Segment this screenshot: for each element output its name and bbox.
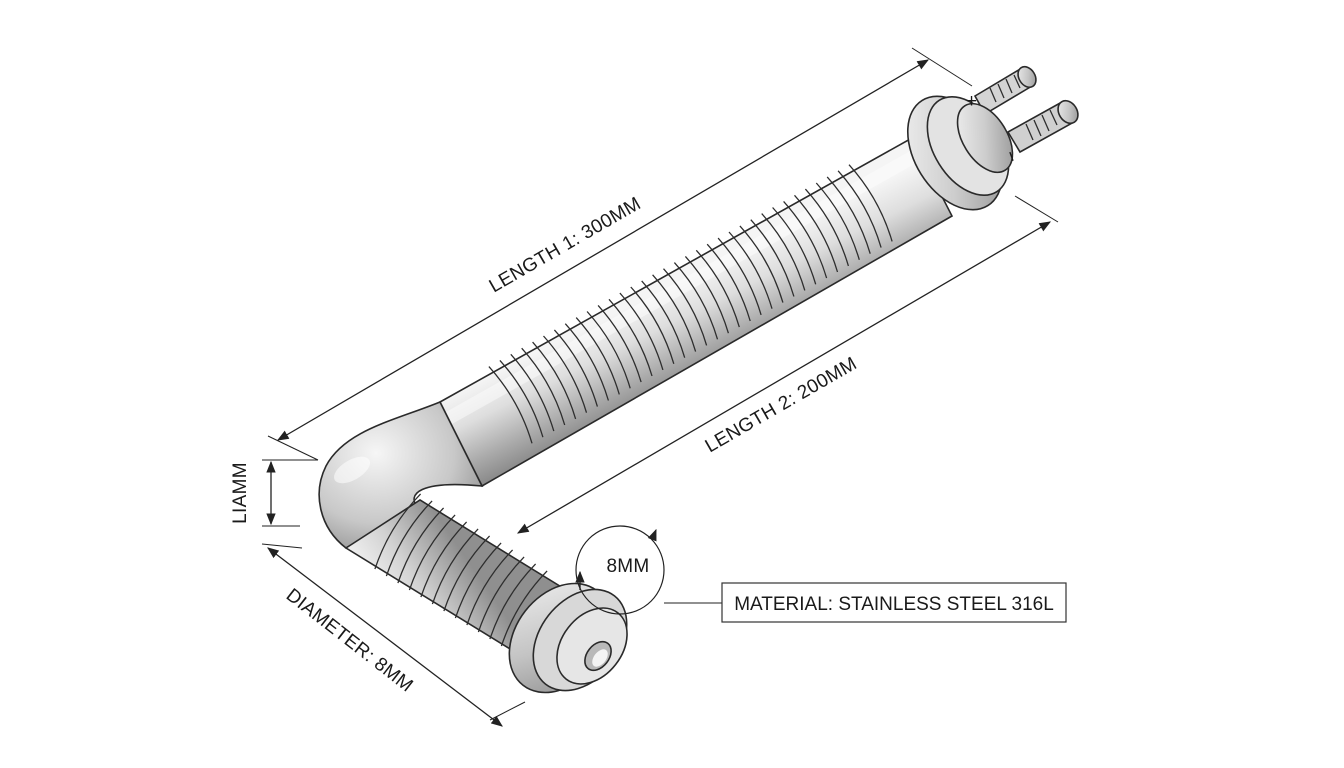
material-callout-box bbox=[721, 582, 1067, 623]
corrugation-rib bbox=[750, 219, 795, 297]
elbow-bend bbox=[318, 400, 484, 549]
corrugation-rib bbox=[706, 243, 751, 322]
corrugation-rib bbox=[597, 304, 642, 383]
corrugation-rib bbox=[695, 249, 740, 328]
corrugation-rib bbox=[564, 323, 610, 401]
material-callout: MATERIAL: STAINLESS STEEL 316L bbox=[721, 582, 1067, 623]
corrugation-rib bbox=[728, 231, 773, 309]
corrugation-rib bbox=[499, 359, 544, 438]
terminal-flange bbox=[906, 95, 1014, 211]
corrugation-rib bbox=[815, 182, 860, 260]
length1-extension-right bbox=[911, 47, 973, 87]
long-arm-tube bbox=[438, 136, 954, 488]
corrugation-rib bbox=[385, 500, 433, 577]
corrugation-rib bbox=[374, 493, 422, 570]
corrugation-rib bbox=[761, 213, 806, 291]
corrugation-rib bbox=[454, 542, 502, 619]
elbow-highlight bbox=[333, 456, 371, 484]
material-label: MATERIAL: STAINLESS STEEL 316L bbox=[734, 594, 1054, 615]
corrugation-rib bbox=[619, 292, 664, 371]
corrugation-rib bbox=[608, 298, 653, 377]
corrugation-rib bbox=[532, 341, 577, 420]
corrugation-rib bbox=[837, 170, 882, 248]
corrugation-rib bbox=[794, 194, 839, 273]
end-diameter-label: 8MM bbox=[606, 556, 649, 577]
length2-dimension-line bbox=[516, 221, 1052, 534]
corrugation-rib bbox=[804, 188, 850, 267]
corrugation-rib bbox=[684, 255, 730, 334]
corrugation-rib bbox=[488, 366, 533, 444]
positive-symbol: + bbox=[966, 91, 977, 112]
negative-terminal-pin bbox=[1006, 99, 1079, 154]
corrugation-rib bbox=[826, 176, 871, 254]
corrugation-rib bbox=[466, 549, 514, 626]
corrugation-rib bbox=[443, 535, 491, 612]
long-arm bbox=[438, 136, 954, 488]
corrugation-rib bbox=[641, 280, 686, 358]
positive-terminal-pin bbox=[973, 65, 1037, 116]
diameter-extension-left bbox=[261, 543, 303, 549]
corrugation-rib bbox=[717, 237, 762, 316]
corrugation-rib bbox=[848, 164, 893, 242]
corrugation-rib bbox=[553, 329, 599, 407]
corrugation-rib bbox=[489, 563, 537, 640]
corrugation-rib bbox=[477, 556, 525, 633]
end-cap bbox=[508, 582, 628, 694]
end-diameter-callout: 8MM bbox=[575, 525, 722, 615]
corrugation-rib bbox=[586, 311, 631, 389]
dimension-lines bbox=[261, 47, 1059, 727]
corrugation-rib bbox=[408, 514, 456, 591]
corrugation-rib bbox=[521, 347, 566, 426]
diameter-label: DIAMETER: 8MM bbox=[282, 585, 417, 697]
corrugation-rib bbox=[663, 268, 708, 346]
corrugation-rib bbox=[500, 570, 548, 647]
length2-label: LENGTH 2: 200MM bbox=[702, 353, 861, 457]
corrugation-rib bbox=[673, 262, 719, 340]
corrugation-rib bbox=[739, 225, 784, 303]
corrugation-rib bbox=[510, 353, 555, 432]
length2-extension-right bbox=[1014, 195, 1059, 223]
diameter-dimension-line bbox=[267, 547, 503, 727]
corrugation-rib bbox=[652, 274, 697, 352]
long-arm-ribs bbox=[488, 164, 893, 444]
length1-extension-left bbox=[267, 435, 319, 461]
corrugation-rib bbox=[431, 528, 479, 605]
long-arm-highlight bbox=[446, 150, 918, 424]
terminal-assembly: + − bbox=[906, 65, 1079, 211]
height-label: LIAMM bbox=[230, 462, 251, 524]
length1-label: LENGTH 1: 300MM bbox=[486, 193, 645, 297]
corrugation-rib bbox=[575, 317, 620, 395]
diameter-extension-right bbox=[489, 701, 526, 721]
corrugation-rib bbox=[420, 521, 468, 598]
corrugation-rib bbox=[543, 335, 588, 413]
corrugation-rib bbox=[772, 207, 817, 285]
corrugation-rib bbox=[783, 200, 828, 279]
corrugation-rib bbox=[630, 286, 675, 364]
elbow-body bbox=[318, 400, 484, 549]
end-diameter-circle bbox=[575, 525, 665, 615]
corrugation-rib bbox=[397, 507, 445, 584]
short-arm-ribs bbox=[374, 493, 548, 647]
